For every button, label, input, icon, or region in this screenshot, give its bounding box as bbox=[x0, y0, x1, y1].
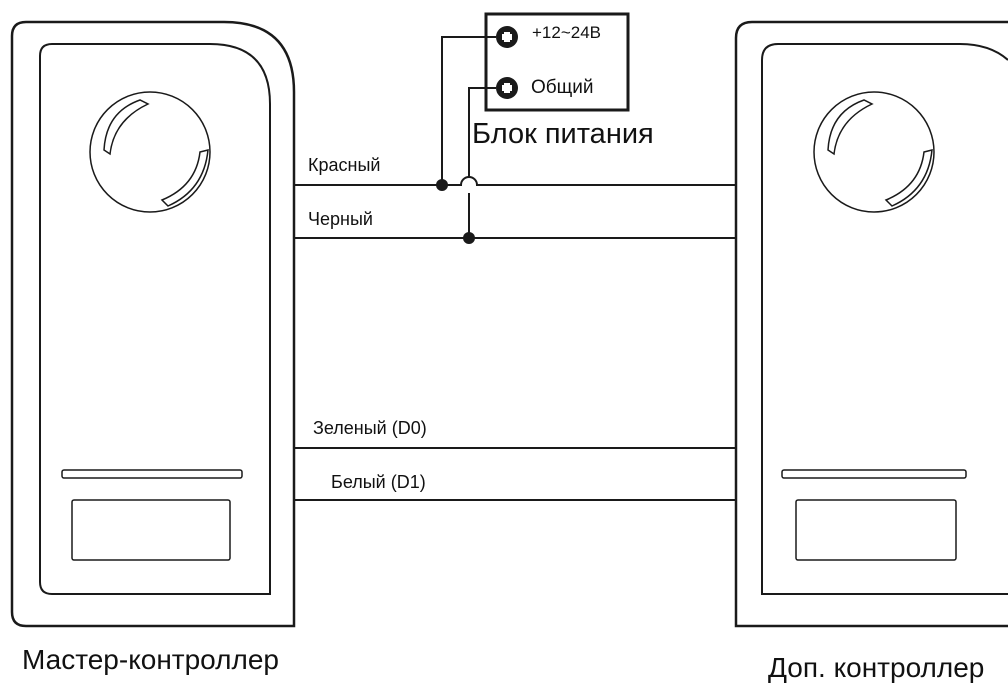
master-controller bbox=[10, 20, 296, 628]
slave-card-slot bbox=[781, 469, 967, 479]
master-card-slot bbox=[61, 469, 243, 479]
terminal-plus-label: +12~24В bbox=[532, 23, 602, 42]
slave-keypad-window bbox=[795, 499, 957, 561]
power-supply bbox=[484, 12, 630, 112]
wire-black-label: Черный bbox=[308, 209, 373, 229]
wire-red bbox=[294, 176, 736, 186]
terminal-plus-icon bbox=[496, 26, 518, 48]
master-controller-body bbox=[10, 20, 296, 628]
master-controller-caption: Мастер-контроллер bbox=[22, 644, 279, 675]
master-reader-arc-icon bbox=[103, 99, 150, 156]
slave-reader-circle bbox=[813, 91, 935, 213]
master-reader-arc-icon-2 bbox=[160, 149, 209, 207]
master-controller-panel bbox=[39, 43, 271, 595]
master-reader-circle bbox=[89, 91, 211, 213]
junction-red-dot bbox=[436, 179, 448, 191]
slave-reader-arc-icon bbox=[827, 99, 874, 156]
slave-controller bbox=[734, 20, 1008, 628]
wire-red-label: Красный bbox=[308, 155, 381, 175]
terminal-common-icon bbox=[496, 77, 518, 99]
wire-white-label: Белый (D1) bbox=[331, 472, 426, 492]
wire-plus-feed bbox=[441, 36, 496, 185]
junction-black-dot bbox=[463, 232, 475, 244]
wire-green-label: Зеленый (D0) bbox=[313, 418, 427, 438]
slave-controller-panel bbox=[761, 43, 1008, 595]
slave-controller-body bbox=[734, 20, 1008, 628]
power-supply-title: Блок питания bbox=[472, 118, 654, 150]
slave-reader-arc-icon-2 bbox=[884, 149, 933, 207]
slave-controller-caption: Доп. контроллер bbox=[768, 652, 985, 683]
wire-common-feed bbox=[468, 87, 496, 238]
master-keypad-window bbox=[71, 499, 231, 561]
wires bbox=[294, 36, 736, 501]
terminal-common-label: Общий bbox=[531, 77, 594, 98]
